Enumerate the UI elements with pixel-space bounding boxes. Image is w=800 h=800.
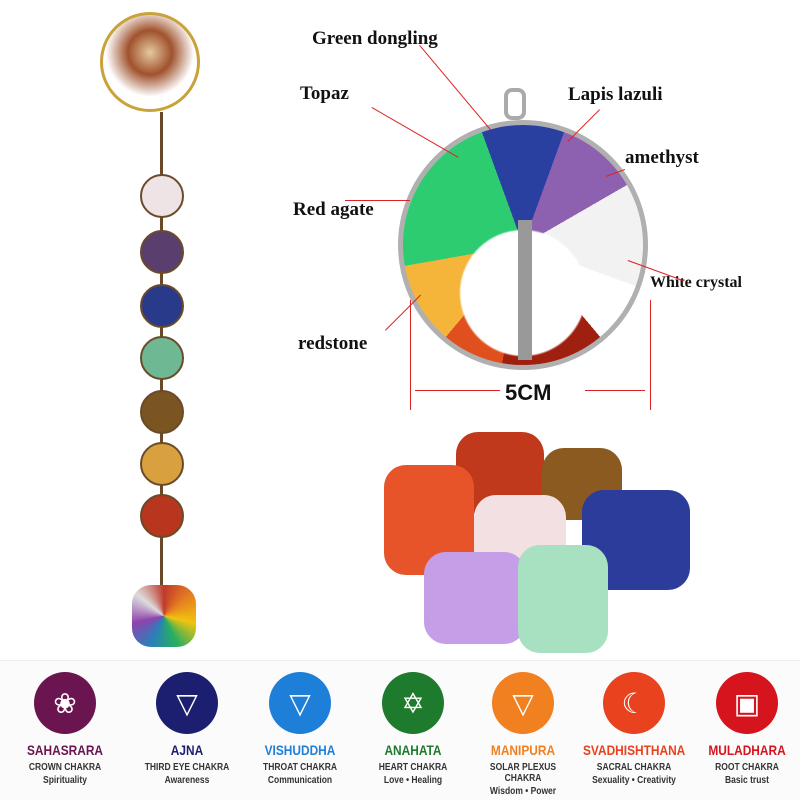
label-amethyst: amethyst xyxy=(625,147,699,168)
chakra-symbol-icon: ▽ xyxy=(156,672,218,734)
pendant-bail xyxy=(504,88,526,120)
chakra-type: THROAT CHAKRA xyxy=(263,762,337,773)
chakra-symbol-icon: ✡ xyxy=(382,672,444,734)
chakra-symbol-icon: ❀ xyxy=(34,672,96,734)
dimension-line-left xyxy=(410,300,411,410)
chakra-type: THIRD EYE CHAKRA xyxy=(144,762,230,773)
chakra-name: ANAHATA xyxy=(384,742,442,758)
bead-carnelian xyxy=(140,494,184,538)
chakra-name: SVADHISHTHANA xyxy=(583,742,686,758)
bead-clear-quartz xyxy=(140,174,184,218)
stone-amethyst xyxy=(424,552,526,644)
chakra-name: AJNA xyxy=(170,742,204,758)
chakra-type: SOLAR PLEXUS CHAKRA xyxy=(489,762,557,784)
chakra-item: ▽ MANIPURA SOLAR PLEXUS CHAKRA Wisdom • … xyxy=(463,672,583,797)
chakra-name: MULADHARA xyxy=(708,742,786,758)
label-red-agate: Red agate xyxy=(293,199,374,220)
chakra-item: ✡ ANAHATA HEART CHAKRA Love • Healing xyxy=(353,672,473,786)
chakra-type: HEART CHAKRA xyxy=(378,762,448,773)
label-green-dongling: Green dongling xyxy=(312,28,438,49)
bead-lapis xyxy=(140,284,184,328)
chakra-symbol-icon: ▽ xyxy=(492,672,554,734)
chakra-meaning: Awareness xyxy=(164,775,210,786)
bead-tiger-eye xyxy=(140,390,184,434)
chakra-type: ROOT CHAKRA xyxy=(715,762,779,773)
chakra-name: VISHUDDHA xyxy=(264,742,336,758)
tree-trunk xyxy=(518,220,532,360)
chakra-meaning: Wisdom • Power xyxy=(489,786,557,797)
bead-yellow-jade xyxy=(140,442,184,486)
chakra-item: ▣ MULADHARA ROOT CHAKRA Basic trust xyxy=(687,672,800,786)
chakra-name: SAHASRARA xyxy=(26,742,104,758)
tree-of-life-ring xyxy=(100,12,200,112)
chakra-item: ❀ SAHASRARA CROWN CHAKRA Spirituality xyxy=(5,672,125,786)
chakra-item: ▽ AJNA THIRD EYE CHAKRA Awareness xyxy=(127,672,247,786)
chip-tassel xyxy=(132,585,196,647)
label-white-crystal: White crystal xyxy=(650,274,742,291)
pointer-arrow xyxy=(345,200,410,201)
pendant-image xyxy=(278,0,775,448)
chakra-type: SACRAL CHAKRA xyxy=(596,762,672,773)
chakra-name: MANIPURA xyxy=(490,742,556,758)
chakra-meaning: Spirituality xyxy=(43,775,87,786)
label-redstone: redstone xyxy=(298,333,368,354)
label-topaz: Topaz xyxy=(300,83,349,104)
chakra-symbol-icon: ▣ xyxy=(716,672,778,734)
bead-aventurine xyxy=(140,336,184,380)
chakra-meaning: Communication xyxy=(267,775,333,786)
chakra-type: CROWN CHAKRA xyxy=(28,762,102,773)
dimension-line-right xyxy=(650,300,651,410)
chakra-item: ▽ VISHUDDHA THROAT CHAKRA Communication xyxy=(240,672,360,786)
dimension-line xyxy=(415,390,500,391)
chakra-meaning: Sexuality • Creativity xyxy=(592,775,676,786)
stone-aventurine xyxy=(518,545,608,653)
chakra-meaning: Basic trust xyxy=(725,775,769,786)
chakra-symbol-icon: ☾ xyxy=(603,672,665,734)
chakra-item: ☾ SVADHISHTHANA SACRAL CHAKRA Sexuality … xyxy=(574,672,694,786)
bead-amethyst xyxy=(140,230,184,274)
size-label: 5CM xyxy=(505,380,552,405)
dimension-line xyxy=(585,390,645,391)
label-lapis-lazuli: Lapis lazuli xyxy=(568,84,663,105)
chakra-meaning: Love • Healing xyxy=(383,775,443,786)
chakra-symbol-icon: ▽ xyxy=(269,672,331,734)
